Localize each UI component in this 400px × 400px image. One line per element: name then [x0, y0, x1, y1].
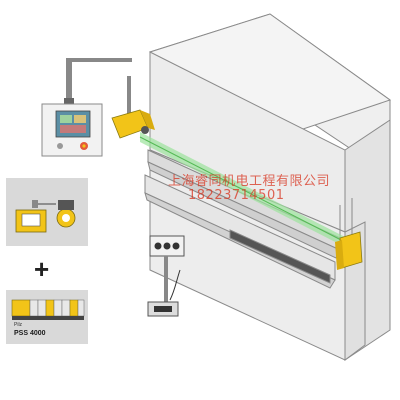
laser-transmitter-icon — [111, 76, 155, 139]
pss-brand-label: Pilz — [14, 322, 23, 328]
watermark-company: 上海睿同机电工程有限公司 — [168, 174, 331, 189]
foot-pedal-icon — [147, 235, 185, 317]
safety-controller-icon — [11, 299, 85, 320]
panel-bottom — [6, 290, 88, 344]
pss-product-label: PSS 4000 — [14, 330, 46, 337]
plus-symbol: + — [34, 254, 50, 284]
laser-receiver-icon — [335, 231, 363, 270]
laser-beam — [139, 132, 346, 247]
watermark-phone: 18223714501 — [188, 188, 285, 203]
panel-top — [6, 178, 88, 246]
control-cabinet-icon — [41, 58, 132, 157]
